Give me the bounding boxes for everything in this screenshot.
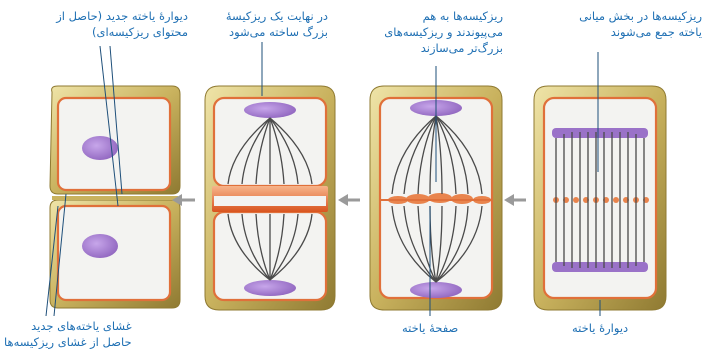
label-new-membranes: غشای یاخته‌های جدید حاصل از غشای ریزکیسه…	[4, 318, 132, 350]
label-vesicles-gather: ریزکیسه‌ها در بخش میانی یاخته جمع می‌شون…	[579, 8, 702, 40]
label-large-vesicle: در نهایت یک ریزکیسهٔ بزرگ ساخته می‌شود	[226, 8, 328, 40]
nucleus-icon	[244, 280, 296, 296]
label-cell-plate: صفحهٔ یاخته	[402, 320, 458, 336]
arrow-icon	[338, 194, 360, 206]
nucleus-icon	[410, 282, 462, 298]
cell-stage-4	[50, 86, 180, 308]
cell-stage-3	[205, 86, 335, 310]
nucleus-icon	[82, 234, 118, 258]
label-cell-wall: دیوارهٔ یاخته	[572, 320, 628, 336]
label-new-wall: دیوارهٔ یاخته جدید (حاصل از محتوای ریزکی…	[56, 8, 188, 40]
nucleus-icon	[244, 102, 296, 118]
arrow-icon	[504, 194, 526, 206]
label-vesicles-join: ریزکیسه‌ها به هم می‌پیوندند و ریزکیسه‌ها…	[384, 8, 503, 56]
cell-stage-1	[534, 86, 666, 310]
